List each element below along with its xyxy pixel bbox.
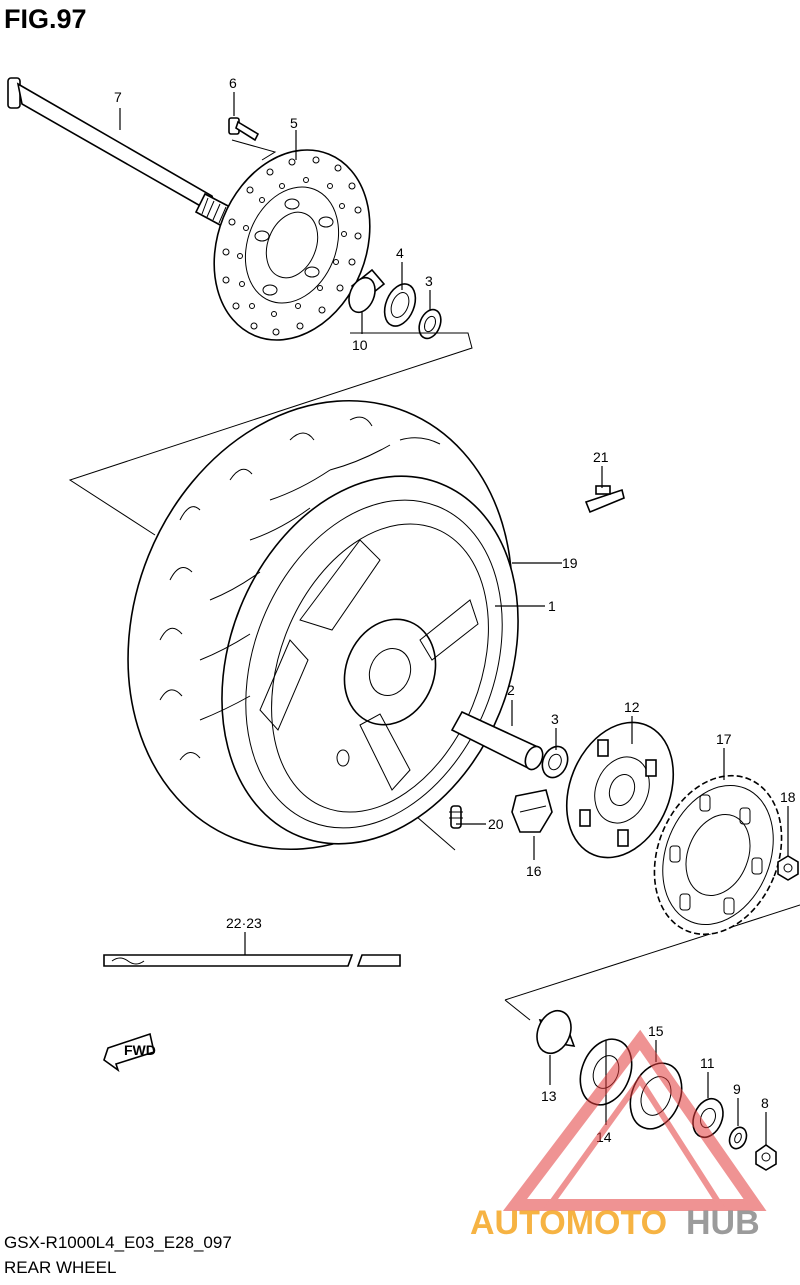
part-5-brake-disc[interactable] (187, 126, 398, 363)
callout-13: 13 (541, 1088, 557, 1104)
callout-10: 10 (352, 337, 368, 353)
part-8-nut[interactable] (755, 1144, 777, 1171)
figure-title: FIG.97 (4, 4, 87, 34)
part-18-nut[interactable] (777, 855, 799, 881)
automotohub-watermark-logo (502, 1029, 767, 1211)
callout-2: 2 (507, 682, 515, 698)
watermark-text-automoto: AUTOMOTO (470, 1204, 667, 1242)
callout-4: 4 (396, 245, 404, 261)
callout-19: 19 (562, 555, 578, 571)
part-20-valve[interactable] (449, 805, 463, 829)
part-6-bolt[interactable] (228, 117, 260, 142)
callout-3-lower: 3 (551, 711, 559, 727)
callout-21: 21 (593, 449, 609, 465)
fwd-direction-arrow-icon: FWD (103, 1032, 156, 1073)
callout-22-23: 22·23 (226, 915, 262, 931)
part-17-sprocket[interactable] (632, 756, 800, 953)
callout-11: 11 (700, 1055, 715, 1071)
part-2-spacer-tube[interactable] (450, 710, 546, 772)
callout-8: 8 (761, 1095, 769, 1111)
part-10-spacer[interactable] (344, 268, 386, 316)
callout-1: 1 (548, 598, 556, 614)
callout-leader-lines (119, 92, 789, 1145)
part-21-balance-weight[interactable] (584, 485, 625, 514)
callout-3-upper: 3 (425, 273, 433, 289)
part-4-oil-seal[interactable] (379, 279, 421, 330)
callout-7: 7 (114, 89, 122, 105)
callout-16: 16 (526, 863, 542, 879)
callout-9: 9 (733, 1081, 741, 1097)
part-3-bearing-lower[interactable] (538, 743, 572, 782)
callout-15: 15 (648, 1023, 664, 1039)
part-16-cushion[interactable] (511, 789, 553, 833)
callout-6: 6 (229, 75, 237, 91)
section-name-caption: REAR WHEEL (4, 1258, 117, 1277)
callout-18: 18 (780, 789, 796, 805)
callout-5: 5 (290, 115, 298, 131)
fwd-label: FWD (124, 1042, 156, 1058)
callout-12: 12 (624, 699, 640, 715)
callout-20: 20 (488, 816, 504, 832)
part-22-23-decal[interactable] (103, 954, 401, 967)
part-9-washer[interactable] (726, 1125, 749, 1151)
watermark-text-hub: HUB (686, 1204, 760, 1242)
part-3-bearing-upper[interactable] (415, 306, 445, 341)
part-12-sprocket-drum[interactable] (547, 706, 692, 873)
callout-17: 17 (716, 731, 732, 747)
part-1-rear-wheel-and-tire[interactable] (62, 342, 577, 907)
part-13-spacer[interactable] (531, 1006, 577, 1059)
model-code-caption: GSX-R1000L4_E03_E28_097 (4, 1233, 232, 1252)
